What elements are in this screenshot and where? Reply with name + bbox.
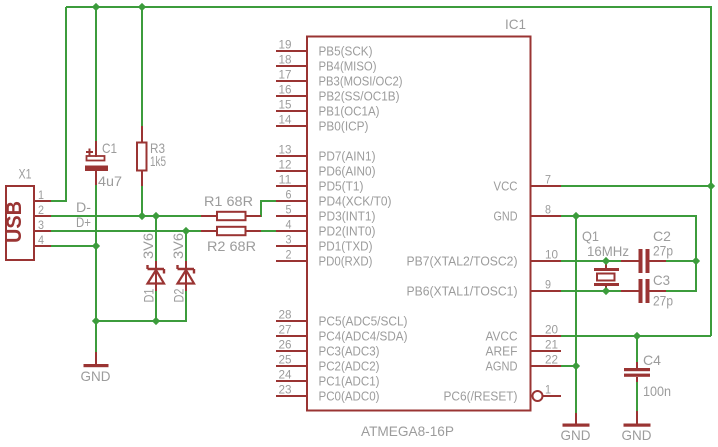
- svg-text:GND: GND: [561, 427, 591, 443]
- svg-text:AGND: AGND: [486, 360, 518, 374]
- svg-text:9: 9: [545, 280, 551, 292]
- svg-text:C3: C3: [653, 272, 670, 288]
- svg-text:16MHz: 16MHz: [587, 243, 629, 259]
- svg-text:R1 68R: R1 68R: [204, 193, 253, 209]
- svg-text:R2 68R: R2 68R: [207, 238, 256, 254]
- svg-text:PB5(SCK): PB5(SCK): [319, 45, 373, 59]
- svg-text:27: 27: [279, 325, 292, 337]
- svg-text:PC4(ADC4/SDA): PC4(ADC4/SDA): [319, 330, 408, 344]
- svg-text:PB6(XTAL1/TOSC1): PB6(XTAL1/TOSC1): [407, 285, 518, 299]
- svg-text:5: 5: [286, 205, 292, 217]
- svg-text:PD3(INT1): PD3(INT1): [319, 210, 376, 224]
- svg-text:23: 23: [279, 385, 292, 397]
- svg-text:3V6: 3V6: [170, 233, 186, 259]
- svg-text:15: 15: [279, 100, 292, 112]
- svg-text:PC6(/RESET): PC6(/RESET): [444, 390, 518, 404]
- svg-text:25: 25: [279, 355, 292, 367]
- svg-text:PD0(RXD): PD0(RXD): [319, 255, 373, 269]
- svg-text:12: 12: [279, 160, 292, 172]
- svg-text:D-: D-: [76, 199, 91, 215]
- svg-text:1: 1: [38, 190, 44, 202]
- svg-text:AVCC: AVCC: [486, 330, 518, 344]
- svg-text:18: 18: [279, 55, 292, 67]
- svg-text:20: 20: [545, 325, 558, 337]
- svg-text:GND: GND: [81, 368, 111, 384]
- svg-text:24: 24: [279, 370, 293, 382]
- svg-text:4: 4: [38, 235, 45, 247]
- svg-text:7: 7: [545, 175, 551, 187]
- svg-text:8: 8: [545, 205, 551, 217]
- svg-text:PD7(AIN1): PD7(AIN1): [319, 150, 376, 164]
- svg-text:VCC: VCC: [494, 180, 518, 194]
- svg-text:6: 6: [286, 190, 292, 202]
- svg-text:11: 11: [279, 175, 292, 187]
- svg-text:3: 3: [38, 220, 44, 232]
- svg-text:D+: D+: [76, 214, 91, 230]
- svg-text:27p: 27p: [653, 293, 673, 309]
- svg-text:GND: GND: [494, 210, 518, 224]
- svg-text:PB7(XTAL2/TOSC2): PB7(XTAL2/TOSC2): [407, 255, 518, 269]
- svg-text:3V6: 3V6: [140, 233, 156, 259]
- svg-text:C4: C4: [643, 352, 661, 368]
- svg-text:PD5(T1): PD5(T1): [319, 180, 364, 194]
- svg-text:Q1: Q1: [582, 228, 599, 244]
- svg-text:26: 26: [279, 340, 292, 352]
- svg-text:ATMEGA8-16P: ATMEGA8-16P: [361, 423, 454, 439]
- svg-text:PD4(XCK/T0): PD4(XCK/T0): [319, 195, 392, 209]
- svg-text:PD6(AIN0): PD6(AIN0): [319, 165, 376, 179]
- svg-text:PC2(ADC2): PC2(ADC2): [319, 360, 380, 374]
- svg-text:C1: C1: [102, 140, 117, 156]
- svg-text:4u7: 4u7: [98, 173, 122, 189]
- svg-text:28: 28: [279, 310, 292, 322]
- svg-text:2: 2: [38, 205, 44, 217]
- svg-text:2: 2: [286, 250, 292, 262]
- svg-text:AREF: AREF: [486, 345, 518, 359]
- svg-text:C2: C2: [653, 228, 671, 244]
- svg-text:22: 22: [545, 355, 558, 367]
- svg-text:3: 3: [286, 235, 292, 247]
- svg-text:10: 10: [545, 250, 558, 262]
- svg-text:100n: 100n: [643, 383, 671, 399]
- svg-text:PC3(ADC3): PC3(ADC3): [319, 345, 380, 359]
- svg-text:27p: 27p: [653, 243, 673, 259]
- svg-text:D2: D2: [171, 288, 187, 302]
- svg-text:16: 16: [279, 85, 292, 97]
- svg-text:PB4(MISO): PB4(MISO): [319, 60, 377, 74]
- svg-text:1: 1: [545, 385, 551, 397]
- svg-text:PC5(ADC5/SCL): PC5(ADC5/SCL): [319, 315, 408, 329]
- svg-text:USB: USB: [3, 201, 26, 243]
- svg-text:PB1(OC1A): PB1(OC1A): [319, 105, 380, 119]
- svg-text:PC0(ADC0): PC0(ADC0): [319, 390, 380, 404]
- svg-text:D1: D1: [141, 288, 157, 302]
- svg-text:14: 14: [279, 115, 293, 127]
- svg-text:PB2(SS/OC1B): PB2(SS/OC1B): [319, 90, 400, 104]
- svg-text:PD2(INT0): PD2(INT0): [319, 225, 376, 239]
- svg-text:R3: R3: [150, 140, 165, 156]
- svg-text:1k5: 1k5: [150, 153, 166, 169]
- svg-text:19: 19: [279, 40, 292, 52]
- svg-text:IC1: IC1: [505, 16, 526, 32]
- svg-text:21: 21: [545, 340, 558, 352]
- svg-text:17: 17: [279, 70, 292, 82]
- svg-text:PB0(ICP): PB0(ICP): [319, 120, 369, 134]
- svg-text:X1: X1: [19, 166, 32, 182]
- svg-text:PB3(MOSI/OC2): PB3(MOSI/OC2): [319, 75, 403, 89]
- svg-text:PD1(TXD): PD1(TXD): [319, 240, 373, 254]
- svg-text:PC1(ADC1): PC1(ADC1): [319, 375, 380, 389]
- svg-text:13: 13: [279, 145, 292, 157]
- svg-text:4: 4: [286, 220, 293, 232]
- svg-text:GND: GND: [622, 427, 652, 443]
